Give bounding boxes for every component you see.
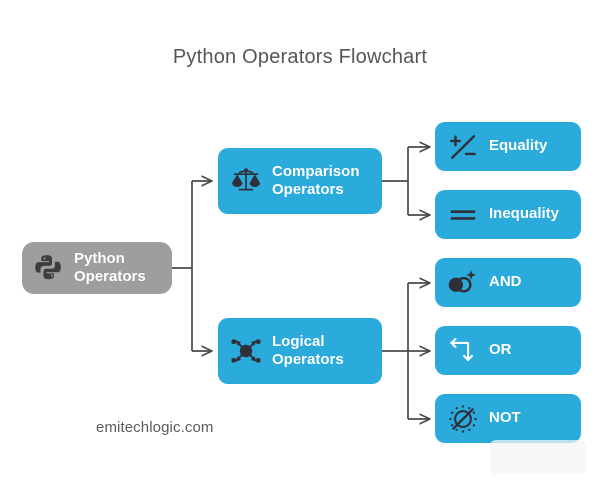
node-label: Inequality: [489, 205, 560, 223]
node-label: OR: [489, 341, 512, 359]
node-network-icon: [230, 335, 262, 367]
node-label: NOT: [489, 409, 521, 427]
node-label: Python Operators: [74, 249, 146, 285]
site-watermark: emitechlogic.com: [96, 419, 214, 436]
node-comparison-operators[interactable]: Comparison Operators: [218, 148, 382, 214]
plus-minus-icon: [448, 132, 478, 162]
node-not[interactable]: NOT: [435, 394, 581, 443]
node-python-operators[interactable]: Python Operators: [22, 242, 172, 294]
node-label: AND: [489, 273, 522, 291]
node-inequality[interactable]: Inequality: [435, 190, 581, 239]
node-label: Equality: [489, 137, 548, 155]
intersection-circles-icon: [448, 268, 478, 298]
page-title: Python Operators Flowchart: [172, 46, 428, 68]
negation-crossed-icon: [448, 404, 478, 434]
balance-scale-icon: [230, 165, 262, 197]
node-equality[interactable]: Equality: [435, 122, 581, 171]
node-logical-operators[interactable]: Logical Operators: [218, 318, 382, 384]
equals-bars-icon: [448, 200, 478, 230]
python-logo-icon: [34, 253, 64, 283]
node-and[interactable]: AND: [435, 258, 581, 307]
branch-arrow-icon: [448, 336, 478, 366]
node-label: Logical Operators: [272, 332, 344, 368]
node-label: Comparison Operators: [272, 162, 360, 198]
faint-logo-watermark: [490, 440, 586, 474]
node-or[interactable]: OR: [435, 326, 581, 375]
